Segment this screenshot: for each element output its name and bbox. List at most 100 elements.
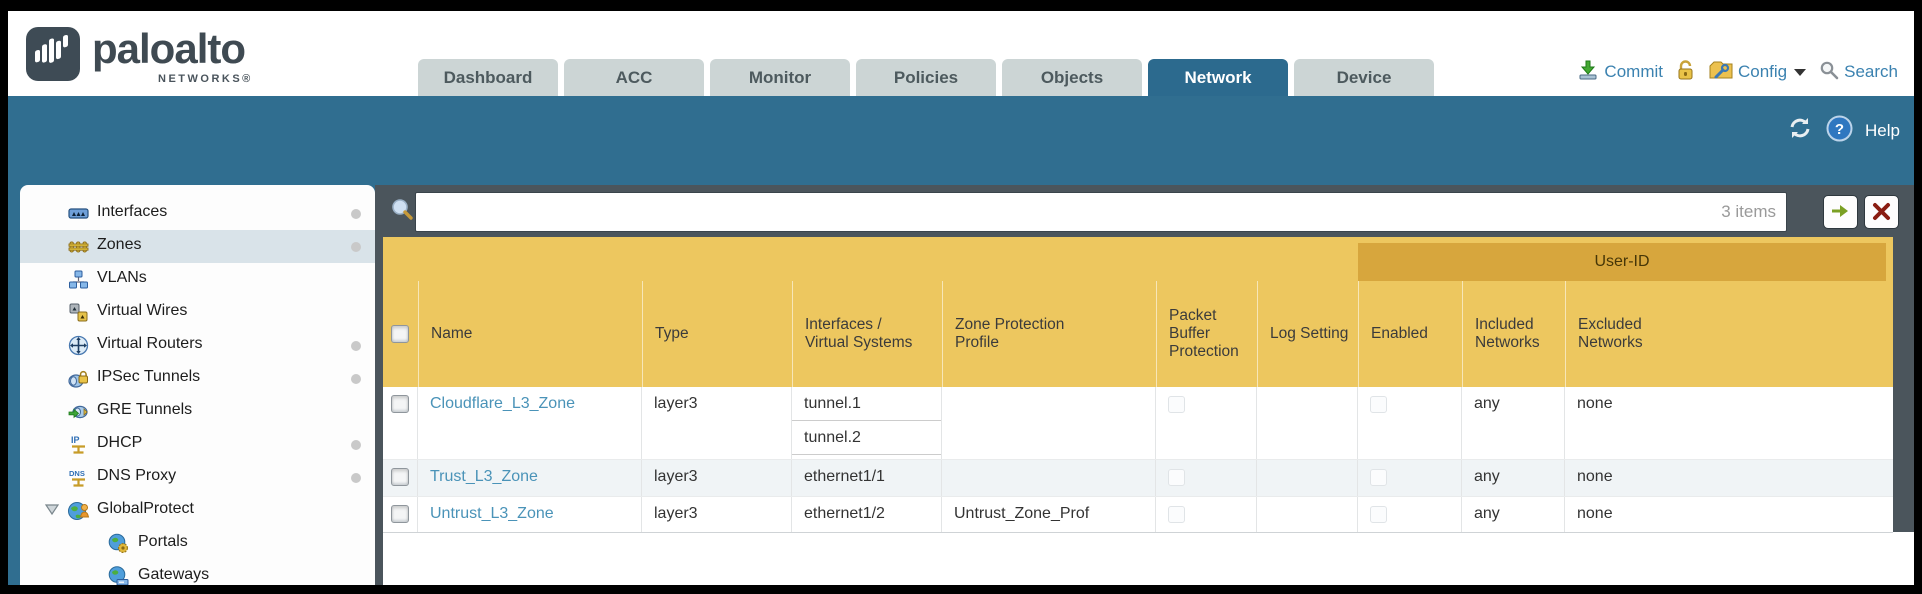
column-header-included-networks[interactable]: Included Networks (1462, 281, 1565, 387)
zones-icon (68, 236, 89, 257)
dns-proxy-icon: DNS (68, 467, 89, 488)
zones-table: User-ID Name Type Interfaces / Virtual S… (383, 237, 1893, 534)
help-icon[interactable]: ? (1826, 115, 1853, 147)
log-setting (1257, 387, 1358, 459)
interface-entry: tunnel.1 (792, 387, 941, 421)
excluded-networks: none (1577, 505, 1613, 522)
status-dot (351, 242, 361, 252)
top-header-bar: paloalto NETWORKS® Dashboard ACC Monitor… (8, 11, 1914, 96)
brand-subtitle: NETWORKS® (158, 73, 253, 85)
zone-protection-profile (942, 460, 1156, 496)
table-row: Cloudflare_L3_Zone layer3 tunnel.1 tunne… (383, 387, 1893, 460)
log-setting (1257, 460, 1358, 496)
expand-triangle-icon[interactable] (44, 503, 60, 517)
row-checkbox[interactable] (391, 468, 409, 486)
sidebar-item-virtual-wires[interactable]: Virtual Wires (20, 296, 375, 329)
zone-protection-profile (942, 387, 1156, 459)
svg-text:?: ? (1835, 121, 1844, 138)
user-id-enabled-checkbox (1370, 396, 1387, 413)
tab-monitor[interactable]: Monitor (710, 59, 850, 96)
tab-dashboard[interactable]: Dashboard (418, 59, 558, 96)
sidebar-item-ipsec-tunnels[interactable]: IPSec Tunnels (20, 362, 375, 395)
clear-filter-button[interactable] (1864, 195, 1899, 229)
vlans-icon (68, 269, 89, 290)
help-label[interactable]: Help (1865, 120, 1900, 140)
tab-acc[interactable]: ACC (564, 59, 704, 96)
tab-objects[interactable]: Objects (1002, 59, 1142, 96)
select-all-checkbox[interactable] (391, 325, 409, 343)
filter-input[interactable] (422, 193, 1696, 231)
column-header-log-setting[interactable]: Log Setting (1257, 281, 1358, 387)
sidebar-item-interfaces[interactable]: Interfaces (20, 197, 375, 230)
column-header-interfaces[interactable]: Interfaces / Virtual Systems (792, 281, 942, 387)
refresh-icon[interactable] (1786, 114, 1814, 147)
filter-input-box: 3 items (415, 192, 1787, 232)
column-header-enabled[interactable]: Enabled (1358, 281, 1462, 387)
right-edge-strip (1893, 185, 1914, 532)
column-header-type[interactable]: Type (642, 281, 792, 387)
status-dot (351, 209, 361, 219)
virtual-routers-icon (68, 335, 89, 356)
tab-network[interactable]: Network (1148, 59, 1288, 96)
sidebar-item-gre-tunnels[interactable]: GRE Tunnels (20, 395, 375, 428)
tab-device[interactable]: Device (1294, 59, 1434, 96)
included-networks: any (1462, 387, 1565, 459)
excluded-networks: none (1577, 395, 1613, 412)
network-sidebar: Interfaces Zones (20, 185, 375, 585)
config-button[interactable]: Config (1709, 59, 1807, 86)
table-row: Untrust_L3_Zone layer3 ethernet1/2 Untru… (383, 497, 1893, 534)
filter-search-icon (390, 198, 414, 222)
gateways-icon (108, 566, 129, 585)
packet-buffer-protection-checkbox (1168, 469, 1185, 486)
status-dot (351, 440, 361, 450)
column-header-name[interactable]: Name (418, 281, 642, 387)
sidebar-item-vlans[interactable]: VLANs (20, 263, 375, 296)
zone-name-link[interactable]: Trust_L3_Zone (430, 468, 538, 485)
interface-entry: ethernet1/2 (804, 505, 885, 522)
packet-buffer-protection-checkbox (1168, 506, 1185, 523)
column-header-excluded-networks[interactable]: Excluded Networks (1565, 281, 1893, 387)
zone-type: layer3 (642, 387, 792, 459)
paloalto-logo-icon (26, 27, 80, 81)
global-search-button[interactable]: Search (1819, 60, 1898, 85)
dhcp-icon: IP (68, 434, 89, 455)
lock-button[interactable] (1676, 59, 1696, 86)
column-header-zone-protection-profile[interactable]: Zone Protection Profile (942, 281, 1156, 387)
interfaces-icon (68, 203, 89, 224)
column-header-packet-buffer-protection[interactable]: Packet Buffer Protection (1156, 281, 1257, 387)
tab-policies[interactable]: Policies (856, 59, 996, 96)
lock-icon (1676, 59, 1696, 86)
interface-entry: ethernet1/1 (804, 468, 885, 485)
config-icon (1709, 59, 1733, 86)
sub-header-band: ? Help (8, 96, 1914, 185)
included-networks: any (1462, 460, 1565, 496)
row-checkbox[interactable] (391, 395, 409, 413)
sidebar-item-dns-proxy[interactable]: DNS DNS Proxy (20, 461, 375, 494)
sidebar-item-dhcp[interactable]: IP DHCP (20, 428, 375, 461)
items-count: 3 items (1721, 202, 1776, 221)
user-id-enabled-checkbox (1370, 469, 1387, 486)
chevron-down-icon (1794, 68, 1807, 76)
sidebar-item-zones[interactable]: Zones (20, 230, 375, 263)
user-id-enabled-checkbox (1370, 506, 1387, 523)
main-nav-tabs: Dashboard ACC Monitor Policies Objects N… (418, 59, 1434, 96)
sidebar-item-gateways[interactable]: Gateways (20, 560, 375, 585)
commit-button[interactable]: Commit (1577, 59, 1663, 86)
zone-type: layer3 (642, 497, 792, 533)
sidebar-item-portals[interactable]: Portals (20, 527, 375, 560)
sidebar-divider (375, 185, 383, 585)
included-networks: any (1462, 497, 1565, 533)
zone-name-link[interactable]: Cloudflare_L3_Zone (430, 395, 575, 412)
sidebar-item-globalprotect[interactable]: GlobalProtect (20, 494, 375, 527)
ipsec-tunnels-icon (68, 368, 89, 389)
svg-text:IP: IP (71, 435, 80, 445)
zone-protection-profile: Untrust_Zone_Prof (942, 497, 1156, 533)
sidebar-item-virtual-routers[interactable]: Virtual Routers (20, 329, 375, 362)
packet-buffer-protection-checkbox (1168, 396, 1185, 413)
row-checkbox[interactable] (391, 505, 409, 523)
filter-bar: 3 items (383, 185, 1914, 237)
zone-name-link[interactable]: Untrust_L3_Zone (430, 505, 554, 522)
apply-filter-button[interactable] (1823, 195, 1858, 229)
svg-text:DNS: DNS (69, 469, 85, 478)
